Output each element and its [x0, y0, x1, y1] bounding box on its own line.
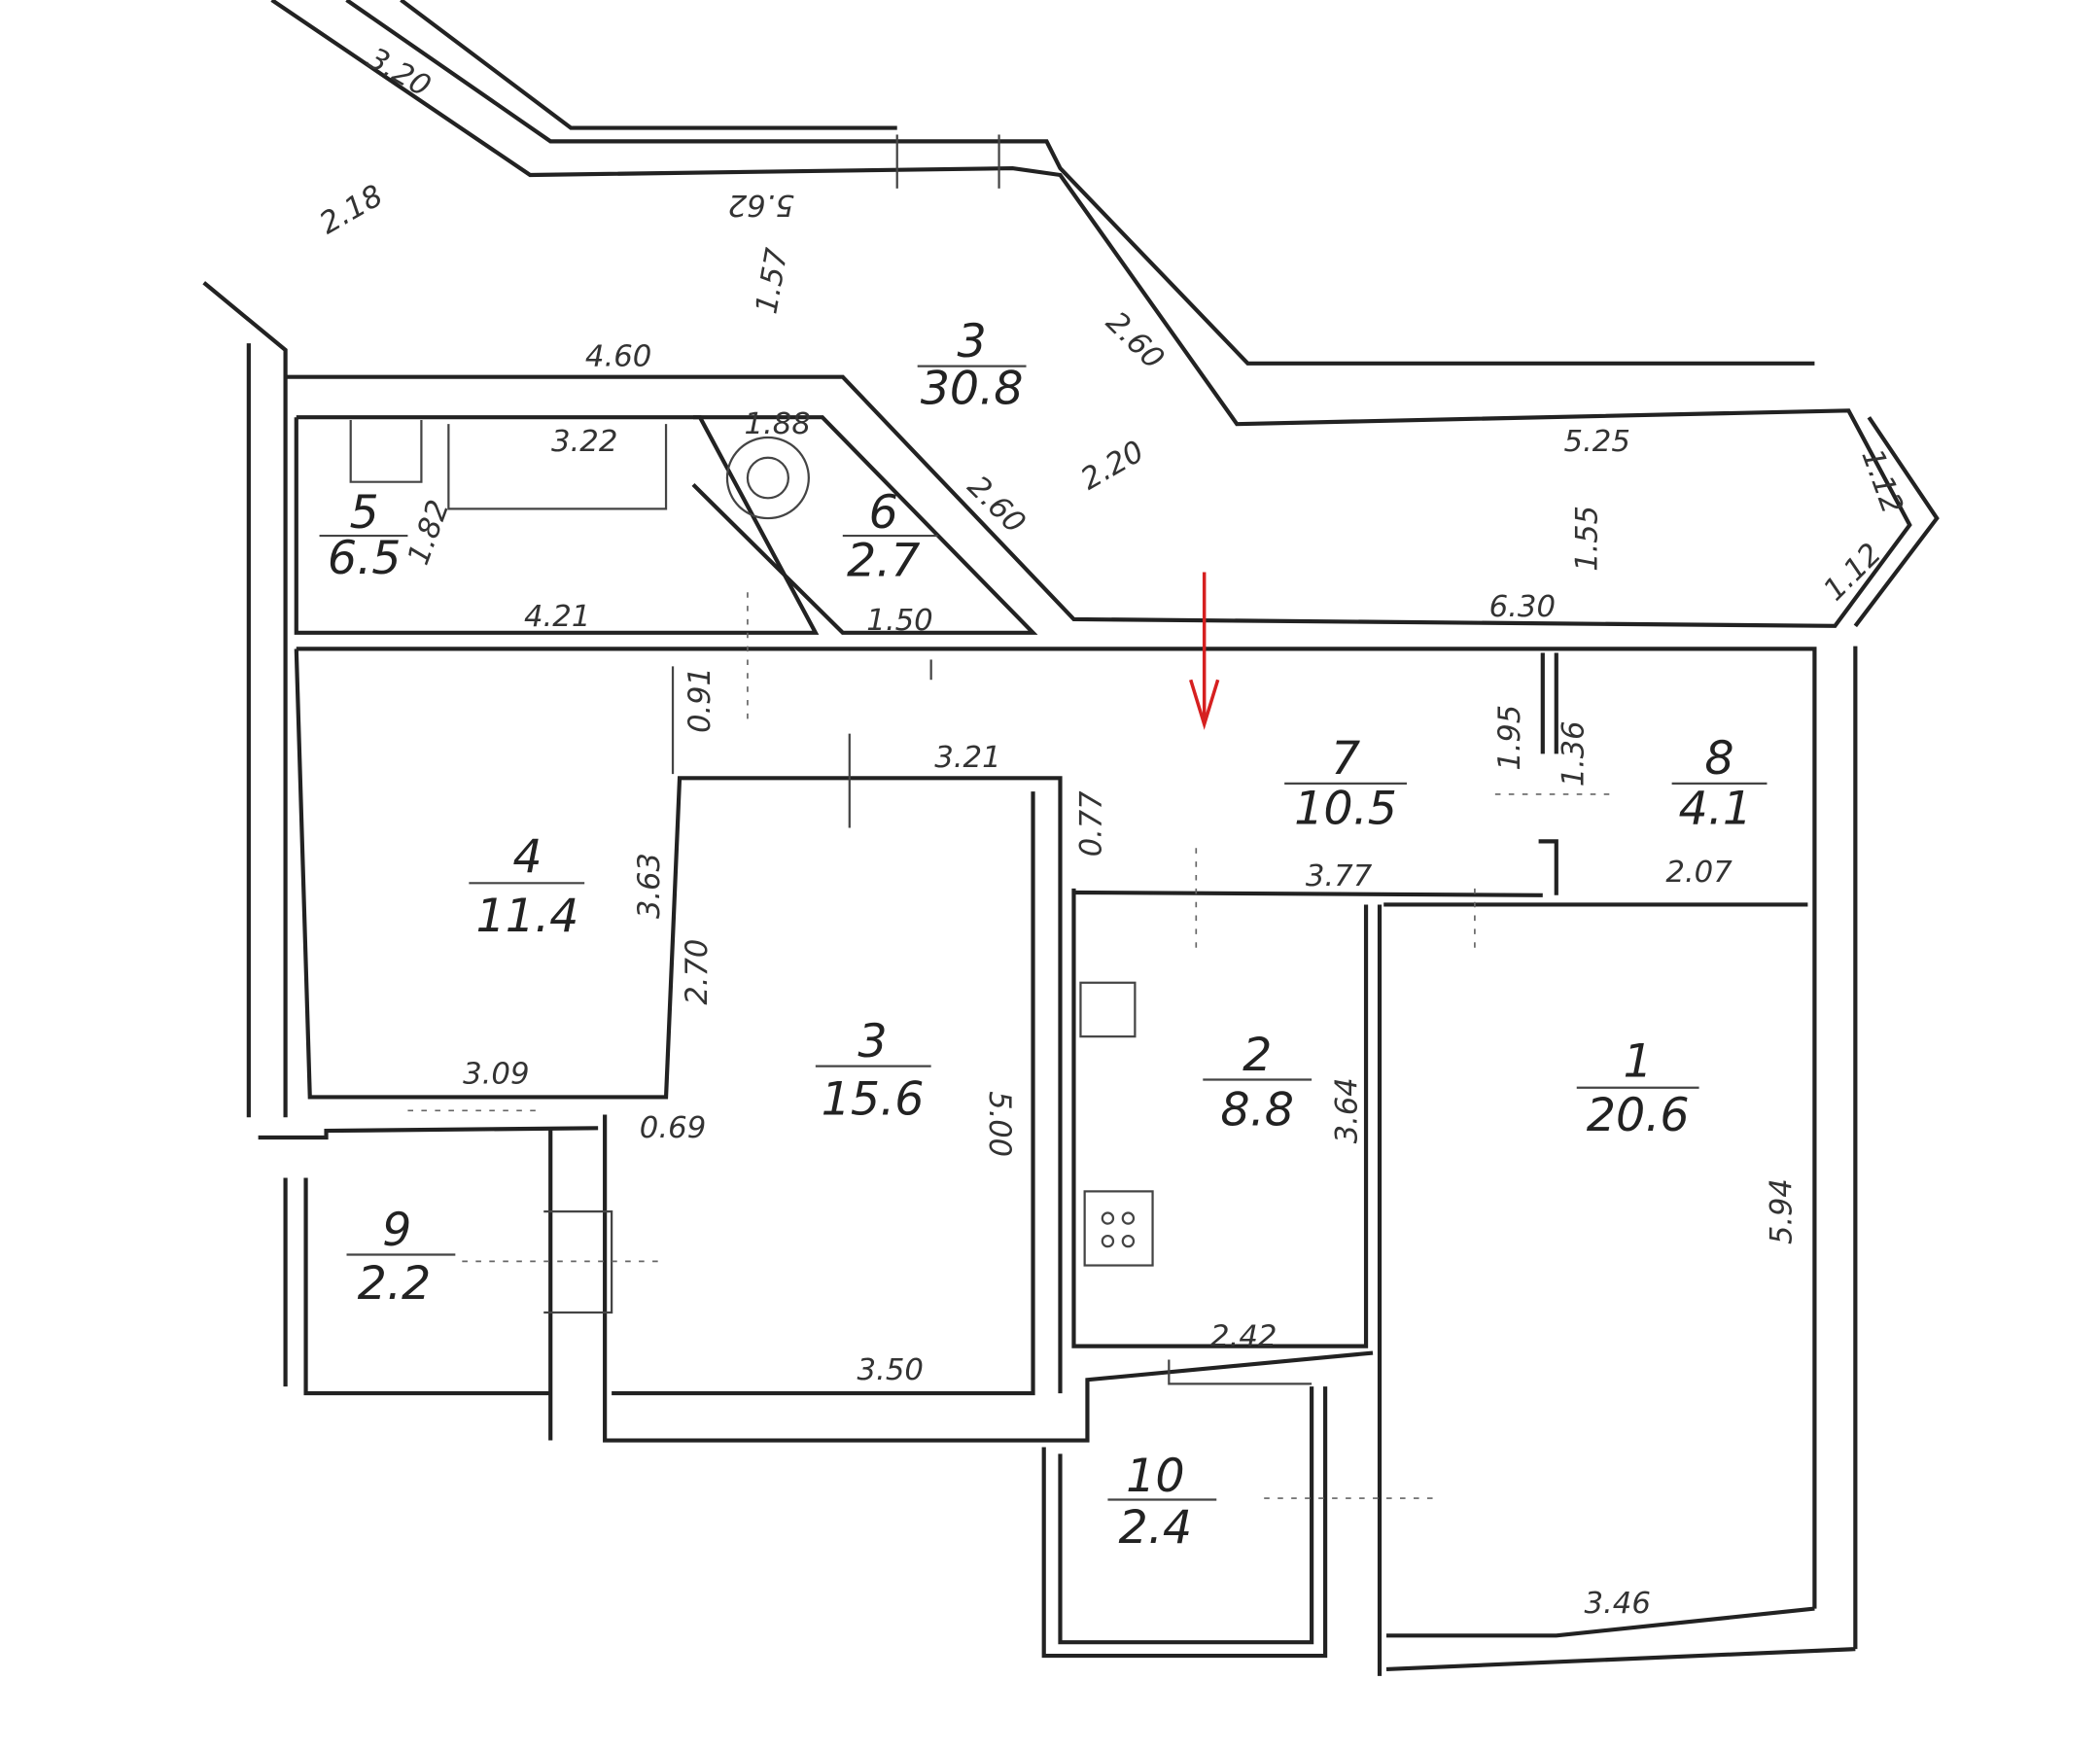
room-number: 7 [1331, 732, 1360, 786]
room-8: 84.1 [1671, 732, 1768, 836]
dimension-label: 6.30 [1489, 590, 1556, 624]
dimension-label: 1.57 [750, 245, 795, 316]
room-number: 1 [1624, 1035, 1653, 1089]
dimension-label: 4.60 [585, 340, 651, 374]
room-area: 11.4 [476, 890, 579, 943]
room-area: 20.6 [1587, 1089, 1690, 1142]
dimension-label: 2.60 [961, 470, 1032, 541]
room-area: 2.4 [1119, 1501, 1193, 1555]
dimension-label: 1.50 [866, 604, 932, 638]
dimension-label: 1.55 [1571, 506, 1605, 572]
room-area: 2.7 [847, 535, 921, 588]
room-3-corridor: 330.8 [917, 315, 1027, 416]
dimension-label: 5.00 [982, 1091, 1016, 1157]
dimension-label: 3.64 [1330, 1077, 1364, 1143]
dimension-label: 3.20 [362, 42, 437, 104]
room-5: 56.5 [319, 486, 408, 585]
dimension-label: 0.69 [640, 1111, 706, 1145]
room-4: 411.4 [469, 830, 585, 943]
room-area: 15.6 [822, 1073, 925, 1127]
room-number: 9 [382, 1204, 411, 1257]
dimension-label: 1.36 [1558, 720, 1592, 787]
room-number: 8 [1704, 732, 1733, 786]
dimension-label: 1.82 [402, 496, 456, 570]
room-6: 62.7 [842, 486, 938, 588]
room-area: 30.8 [921, 363, 1024, 416]
dimension-label: 3.50 [858, 1353, 924, 1387]
dimension-label: 2.07 [1665, 856, 1732, 890]
dimension-label: 3.77 [1306, 859, 1373, 893]
room-number: 3 [858, 1015, 887, 1068]
room-area: 6.5 [328, 532, 402, 585]
room-area: 2.2 [358, 1257, 432, 1311]
room-area: 8.8 [1220, 1084, 1294, 1138]
room-number: 10 [1126, 1450, 1184, 1503]
dimension-label: 0.77 [1074, 790, 1108, 857]
room-number: 3 [957, 315, 986, 368]
dimension-label: 2.18 [314, 179, 389, 241]
dimension-label: 4.21 [524, 600, 590, 634]
dimension-label: 0.91 [683, 667, 718, 733]
room-area: 4.1 [1679, 783, 1753, 836]
dimension-label: 1.88 [744, 407, 810, 441]
dimension-label: 5.25 [1563, 425, 1629, 459]
room-9: 92.2 [346, 1204, 456, 1311]
dimension-label: 5.94 [1766, 1178, 1800, 1244]
room-number: 2 [1242, 1029, 1272, 1082]
dimension-label: 3.46 [1584, 1587, 1650, 1621]
room-number: 4 [512, 830, 542, 884]
dimension-label: 2.70 [681, 939, 715, 1005]
room-1: 120.6 [1576, 1035, 1699, 1142]
dimension-labels: 3.20 2.18 5.62 1.57 4.60 2.60 5.25 1.12 … [314, 42, 1909, 1621]
dimension-label: 2.42 [1210, 1320, 1277, 1354]
dimension-label: 2.20 [1075, 435, 1150, 497]
dimension-label: 3.21 [934, 741, 1000, 775]
room-10: 102.4 [1107, 1450, 1217, 1555]
room-2: 28.8 [1203, 1029, 1312, 1138]
room-labels: 330.8 56.5 62.7 411.4 315.6 710.5 84.1 2… [319, 315, 1768, 1555]
red-arrow-icon [1189, 572, 1220, 730]
dimension-label: 1.12 [1854, 444, 1908, 518]
dimension-label: 1.95 [1493, 705, 1527, 771]
dimension-label: 3.63 [633, 853, 667, 919]
dimension-label: 3.22 [551, 425, 617, 459]
room-number: 6 [869, 486, 898, 540]
walls [202, 0, 1940, 1676]
room-area: 10.5 [1294, 783, 1397, 836]
dimension-label: 3.09 [463, 1058, 529, 1092]
dimension-label: 5.62 [728, 188, 794, 222]
room-7: 710.5 [1284, 732, 1407, 835]
room-3: 315.6 [815, 1015, 931, 1127]
room-number: 5 [350, 486, 379, 540]
